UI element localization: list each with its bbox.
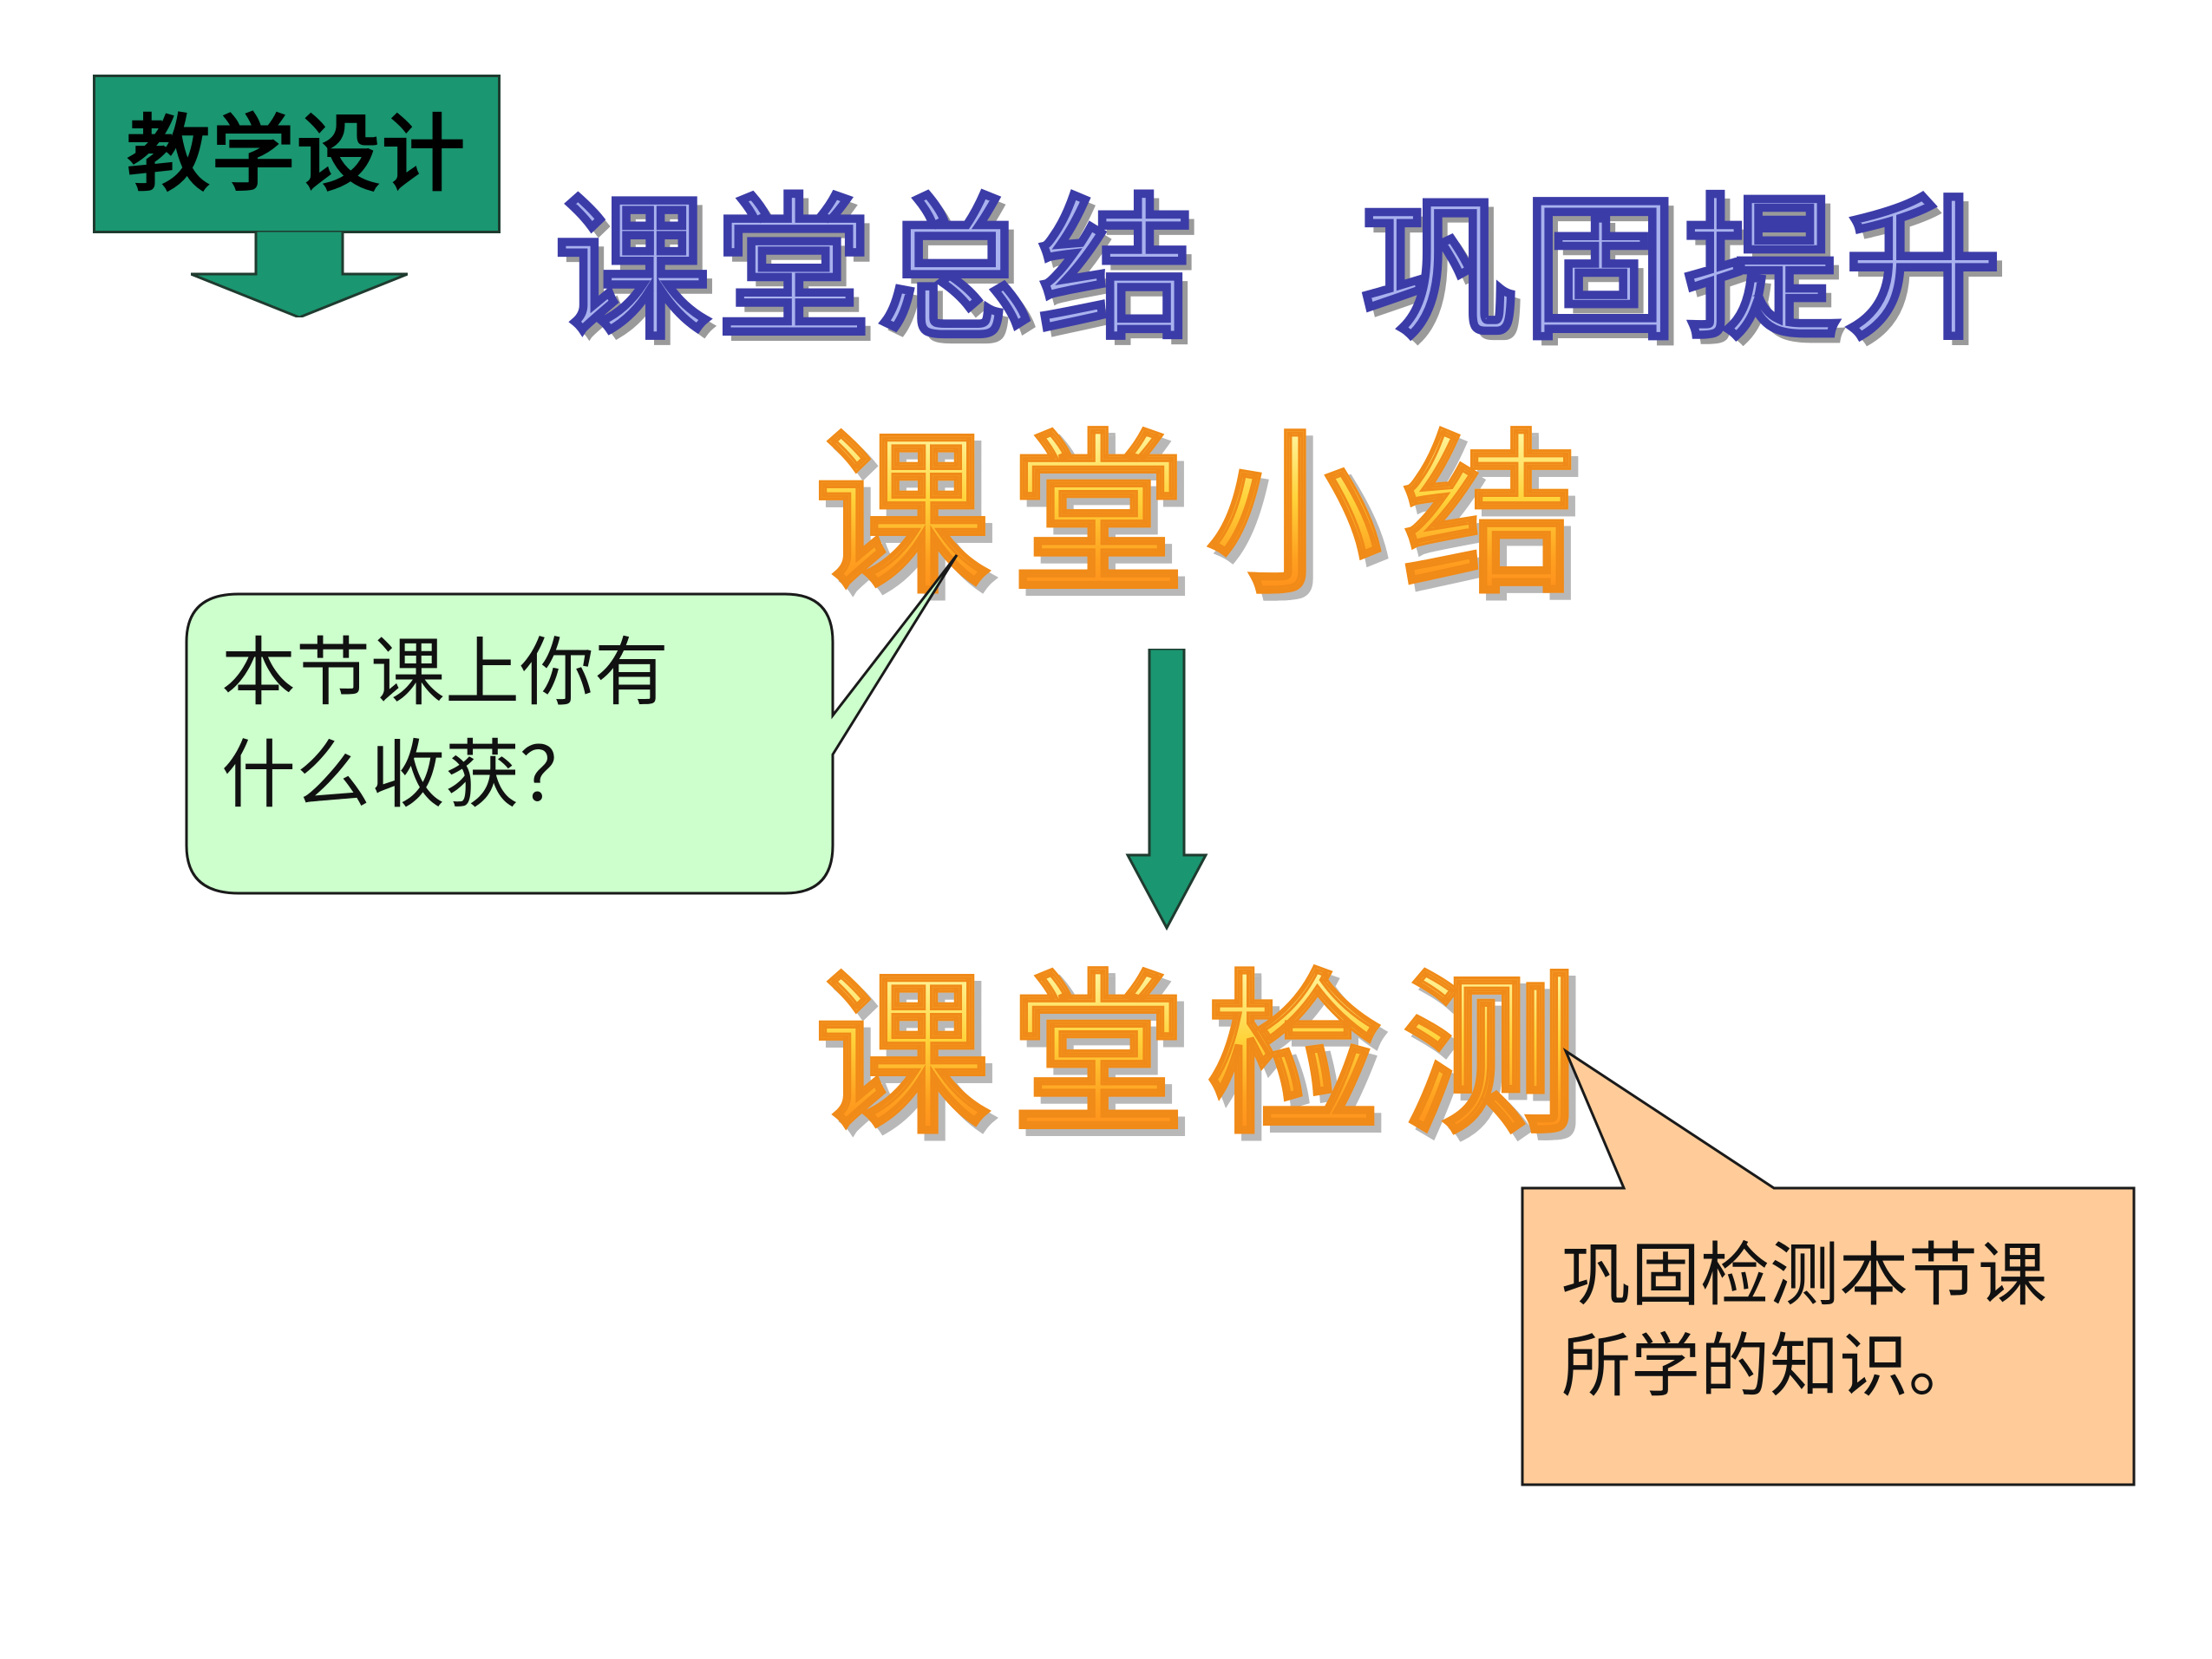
- section-label-box: 教学设计: [93, 75, 501, 233]
- flow-down-arrow-icon: [1125, 649, 1208, 931]
- step-title-test: 课堂检测: [814, 954, 1600, 1158]
- callout-green-line-2: 什么收获？: [221, 732, 594, 819]
- callout-green-text: 本节课上你有 什么收获？: [221, 622, 669, 826]
- step-title-summary: 课堂小结: [814, 414, 1600, 617]
- main-title: 课堂总结 巩固提升: [553, 179, 2007, 360]
- callout-orange-text: 巩固检测本节课 所学的知识。: [1561, 1230, 2047, 1412]
- section-label: 教学设计: [127, 105, 467, 203]
- callout-green-line-1: 本节课上你有: [221, 630, 669, 716]
- callout-orange-line-1: 巩固检测本节课: [1561, 1235, 2047, 1316]
- callout-orange-line-2: 所学的知识。: [1561, 1326, 1978, 1407]
- down-arrow-icon: [191, 231, 408, 317]
